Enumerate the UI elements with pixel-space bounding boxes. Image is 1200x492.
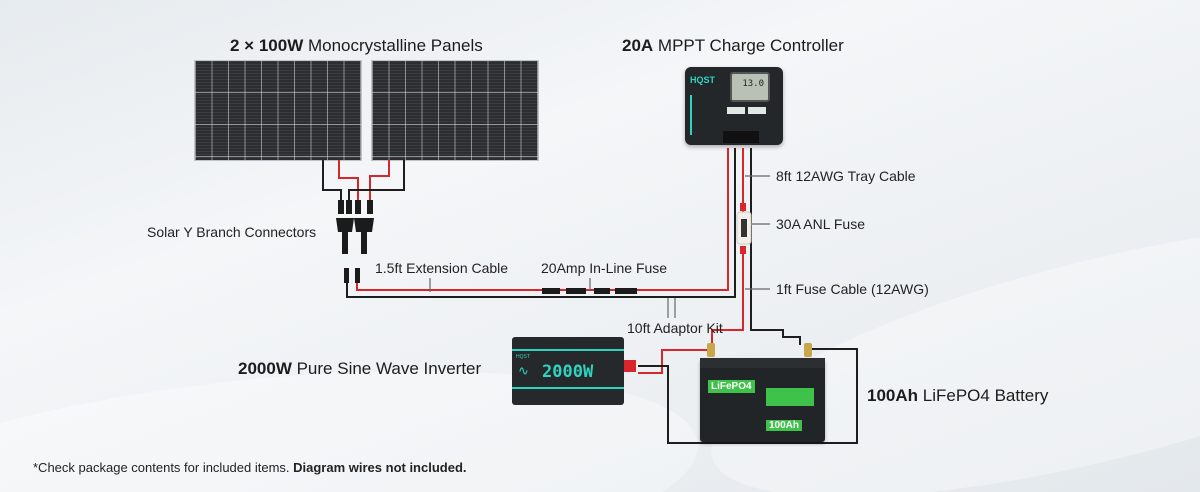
battery-spec-table	[766, 388, 814, 406]
label-y-branch-connectors: Solar Y Branch Connectors	[147, 224, 317, 240]
inverter-positive-terminal-cover	[624, 360, 636, 372]
label-anl-fuse: 30A ANL Fuse	[776, 216, 865, 232]
inverter-accent-stripe	[512, 387, 624, 389]
inverter-title-rest: Pure Sine Wave Inverter	[291, 359, 482, 378]
controller-title-rest: MPPT Charge Controller	[653, 36, 844, 55]
battery-title-rest: LiFePO4 Battery	[918, 386, 1049, 405]
label-inline-fuse: 20Amp In-Line Fuse	[541, 260, 668, 276]
y-branch-positive	[354, 218, 374, 254]
mc4-connector	[355, 200, 361, 214]
footnote: *Check package contents for included ite…	[33, 460, 467, 475]
battery-negative-terminal	[804, 343, 812, 357]
battery-title: 100Ah LiFePO4 Battery	[867, 386, 1048, 406]
controller-button	[727, 107, 745, 114]
panel1-positive-wire	[338, 160, 359, 205]
inverter-accent-stripe	[512, 349, 624, 351]
tray-cable-negative	[750, 148, 801, 345]
battery-title-bold: 100Ah	[867, 386, 919, 405]
controller-title: 20A MPPT Charge Controller	[622, 36, 844, 56]
inline-fuse-connector	[542, 288, 560, 294]
label-tray-cable: 8ft 12AWG Tray Cable	[776, 168, 916, 184]
footnote-bold: Diagram wires not included.	[293, 460, 467, 475]
panel2-positive-wire	[369, 160, 390, 205]
solar-panel-2	[371, 60, 539, 161]
ring-terminal	[740, 246, 746, 254]
ring-terminal	[740, 203, 746, 211]
controller-brand-logo: HQST	[690, 75, 716, 85]
mc4-connector	[344, 268, 349, 283]
panels-title-rest: Monocrystalline Panels	[303, 36, 483, 55]
inverter-rating-display: 2000W	[542, 362, 594, 382]
panels-title-bold: 2 × 100W	[230, 36, 304, 55]
battery: LiFePO4 100Ah	[700, 358, 825, 442]
battery-positive-terminal	[707, 343, 715, 357]
inverter-negative-wire	[638, 348, 858, 444]
inline-fuse-connector	[615, 288, 637, 294]
inline-fuse-holder	[566, 288, 586, 294]
anl-fuse-element	[741, 219, 747, 237]
controller-terminal-block	[723, 131, 759, 143]
battery-chemistry-label: LiFePO4	[708, 380, 755, 393]
inverter-brand-logo: HQST	[516, 354, 530, 360]
controller-button	[748, 107, 766, 114]
charge-controller: HQST 13.0	[685, 67, 783, 145]
mc4-connector	[346, 200, 352, 214]
panels-title: 2 × 100W Monocrystalline Panels	[230, 36, 483, 56]
fuse-cable-positive	[711, 252, 744, 345]
panel1-negative-wire	[322, 160, 342, 205]
mc4-connector	[367, 200, 373, 214]
inverter-title-bold: 2000W	[238, 359, 292, 378]
label-fuse-cable: 1ft Fuse Cable (12AWG)	[776, 281, 929, 297]
controller-lcd-reading: 13.0	[742, 79, 764, 89]
mc4-connector	[355, 268, 360, 283]
sine-wave-icon: ∿	[518, 363, 529, 378]
solar-panel-1	[194, 60, 362, 161]
inverter-positive-wire	[638, 349, 707, 374]
controller-lcd: 13.0	[730, 72, 770, 102]
inverter-title: 2000W Pure Sine Wave Inverter	[238, 359, 481, 379]
pv-negative-run	[346, 148, 736, 298]
controller-accent-line	[690, 95, 692, 135]
mc4-connector	[338, 200, 344, 214]
y-branch-negative	[336, 218, 354, 254]
controller-title-bold: 20A	[622, 36, 654, 55]
label-adaptor-kit: 10ft Adaptor Kit	[627, 320, 723, 336]
inline-fuse-holder	[594, 288, 610, 294]
label-extension-cable: 1.5ft Extension Cable	[375, 260, 509, 276]
battery-capacity-label: 100Ah	[766, 420, 803, 431]
battery-lid	[700, 358, 825, 368]
footnote-regular: *Check package contents for included ite…	[33, 460, 294, 475]
panel2-negative-wire	[348, 160, 405, 205]
inverter: HQST ∿ 2000W	[512, 337, 624, 405]
